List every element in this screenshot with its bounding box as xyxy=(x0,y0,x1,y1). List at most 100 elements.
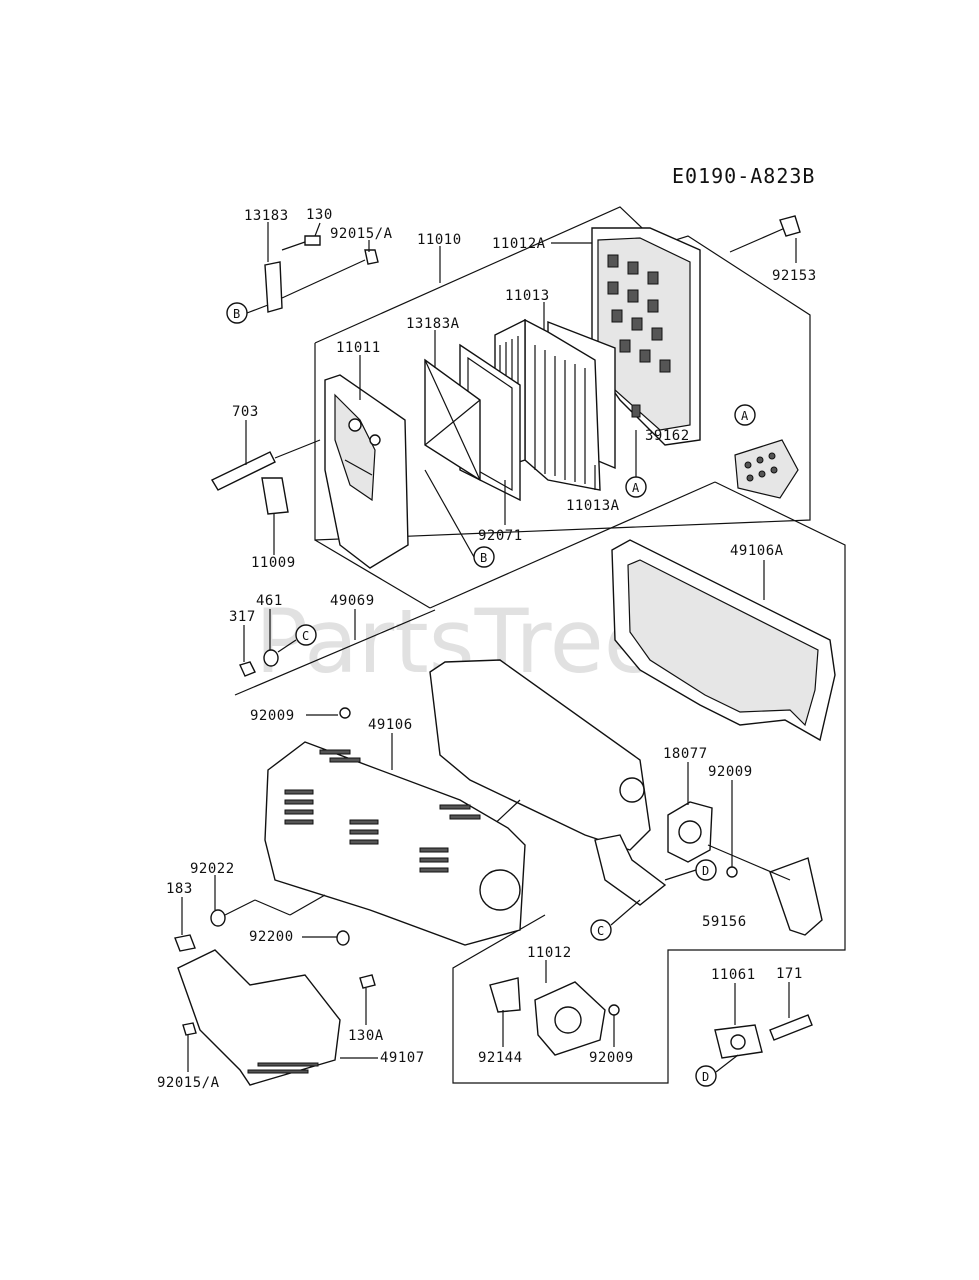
label-leader-lines xyxy=(181,222,797,1072)
label-11010: 11010 xyxy=(417,232,462,248)
ref-circle-d-mid: D xyxy=(695,859,717,881)
leader-line xyxy=(707,844,791,881)
label-92153: 92153 xyxy=(772,268,817,284)
part-11012-port xyxy=(554,1006,582,1034)
leader-line xyxy=(424,469,475,558)
svg-text:C: C xyxy=(597,924,604,938)
part-92009-screw-a[interactable] xyxy=(339,707,351,719)
svg-text:B: B xyxy=(233,307,240,321)
label-92071: 92071 xyxy=(478,528,523,544)
svg-text:D: D xyxy=(702,864,709,878)
ref-circle-d-bottom: D xyxy=(695,1065,717,1087)
leader-line xyxy=(715,1054,739,1073)
label-11061: 11061 xyxy=(711,967,756,983)
part-92022-washer[interactable] xyxy=(210,909,226,927)
leader-line xyxy=(610,899,641,926)
label-49106: 49106 xyxy=(368,717,413,733)
leader-line xyxy=(246,304,269,314)
part-49106a-cover[interactable] xyxy=(611,539,836,742)
label-59156: 59156 xyxy=(702,914,747,930)
part-92009-screw-b[interactable] xyxy=(726,866,738,878)
part-11012a-cover[interactable] xyxy=(591,227,701,446)
ref-circle-b-top: B xyxy=(226,302,248,324)
group-outline-line xyxy=(429,481,716,609)
part-11009-gasket[interactable] xyxy=(261,477,289,515)
part-11011-base[interactable] xyxy=(324,374,409,569)
label-171: 171 xyxy=(776,966,803,982)
part-13183a-frame[interactable] xyxy=(424,358,481,482)
leader-line xyxy=(281,259,366,299)
part-92009-screw-c[interactable] xyxy=(608,1004,620,1016)
leader-line xyxy=(224,899,256,916)
leader-line xyxy=(289,894,326,916)
label-461: 461 xyxy=(256,593,283,609)
part-92015a-nut-lower[interactable] xyxy=(182,1022,197,1036)
label-39162: 39162 xyxy=(645,428,690,444)
label-11013a: 11013A xyxy=(566,498,620,514)
label-703: 703 xyxy=(232,404,259,420)
ref-circle-a-mid: A xyxy=(625,476,647,498)
part-130a-bolt[interactable] xyxy=(359,974,376,989)
label-11011: 11011 xyxy=(336,340,381,356)
label-11012a: 11012A xyxy=(492,236,546,252)
part-49107-lower-guard[interactable] xyxy=(177,949,341,1086)
label-92009-b: 92009 xyxy=(708,764,753,780)
label-92144: 92144 xyxy=(478,1050,523,1066)
label-49069: 49069 xyxy=(330,593,375,609)
label-49107: 49107 xyxy=(380,1050,425,1066)
part-171-stud[interactable] xyxy=(769,1014,813,1041)
label-13183a: 13183A xyxy=(406,316,460,332)
part-muffler-body[interactable] xyxy=(429,659,667,906)
ref-circle-b-mid: B xyxy=(473,546,495,568)
label-92009-c: 92009 xyxy=(589,1050,634,1066)
leader-line xyxy=(274,439,321,459)
label-183: 183 xyxy=(166,881,193,897)
label-130a: 130A xyxy=(348,1028,384,1044)
part-130-bolt[interactable] xyxy=(304,235,321,246)
label-317: 317 xyxy=(229,609,256,625)
part-49106-heat-shield[interactable] xyxy=(264,741,526,946)
ref-circle-c-left: C xyxy=(295,624,317,646)
label-13183: 13183 xyxy=(244,208,289,224)
part-92200-washer[interactable] xyxy=(336,930,350,946)
part-92015a-nut[interactable] xyxy=(364,249,379,265)
part-13183-bracket[interactable] xyxy=(264,261,283,313)
part-a-element[interactable] xyxy=(734,439,799,499)
ref-circle-c-bottom: C xyxy=(590,919,612,941)
ref-circle-a-top: A xyxy=(734,404,756,426)
part-11061-hole xyxy=(730,1034,746,1050)
leader-line xyxy=(664,869,697,881)
label-92015a-top: 92015/A xyxy=(330,226,393,242)
label-92015a-bottom: 92015/A xyxy=(157,1075,220,1091)
part-92153-bolt[interactable] xyxy=(729,215,801,253)
label-130: 130 xyxy=(306,207,333,223)
label-92009-a: 92009 xyxy=(250,708,295,724)
part-461-washer[interactable] xyxy=(263,649,279,667)
svg-text:B: B xyxy=(480,551,487,565)
group-outline-line xyxy=(314,539,431,609)
part-59156-elbow[interactable] xyxy=(769,857,823,936)
label-92022: 92022 xyxy=(190,861,235,877)
label-11013: 11013 xyxy=(505,288,550,304)
part-703-pipe[interactable] xyxy=(211,451,276,491)
label-18077: 18077 xyxy=(663,746,708,762)
svg-text:A: A xyxy=(632,481,640,495)
part-18077-port xyxy=(678,820,702,844)
part-183-bolt[interactable] xyxy=(174,934,196,952)
part-92144-clamp[interactable] xyxy=(489,977,521,1013)
label-11012: 11012 xyxy=(527,945,572,961)
part-317-nut[interactable] xyxy=(239,661,256,677)
label-92200: 92200 xyxy=(249,929,294,945)
leader-line xyxy=(254,899,291,916)
leader-line xyxy=(281,241,306,251)
label-49106a: 49106A xyxy=(730,543,784,559)
diagram-code: E0190-A823B xyxy=(672,164,815,188)
svg-text:C: C xyxy=(302,629,309,643)
svg-text:D: D xyxy=(702,1070,709,1084)
svg-text:A: A xyxy=(741,409,749,423)
label-11009: 11009 xyxy=(251,555,296,571)
group-outline-line xyxy=(234,609,436,696)
leader-line xyxy=(277,639,297,653)
